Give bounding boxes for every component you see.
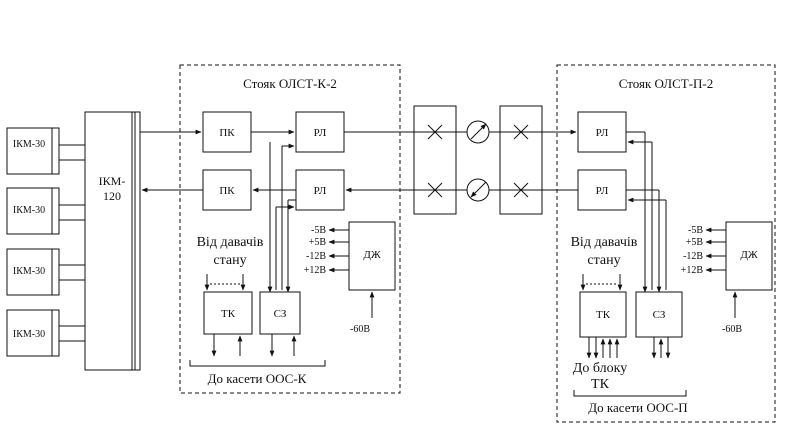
left-footer: До касети ООС-К xyxy=(208,371,307,386)
rl-label: РЛ xyxy=(596,185,609,197)
voltage-label: -5В xyxy=(688,225,703,236)
ikm30-unit: ІКМ-30 xyxy=(6,127,60,175)
ikm30-unit: ІКМ-30 xyxy=(6,187,60,235)
ground-label: -60В xyxy=(350,324,370,335)
ikm-connections xyxy=(59,144,85,342)
sensors-label: Від давачів xyxy=(197,235,264,250)
left-pk-top: ПК xyxy=(202,111,252,153)
sz-label: СЗ xyxy=(274,308,287,320)
ground-label: -60В xyxy=(722,324,742,335)
rl-label: РЛ xyxy=(596,127,609,139)
right-sz-block: СЗ xyxy=(635,291,683,338)
right-footer-bracket xyxy=(573,390,687,397)
voltage-label: -5В xyxy=(311,225,326,236)
ikm120-unit: ІКМ- 120 xyxy=(84,111,141,371)
sensors-label: стану xyxy=(213,253,246,268)
right-power-block: ДЖ xyxy=(725,221,773,291)
transmission-lines xyxy=(344,129,578,193)
voltage-label: +5В xyxy=(686,237,704,248)
pk-label: ПК xyxy=(219,127,235,139)
ikm120-label: 120 xyxy=(103,189,121,203)
voltage-label: +5В xyxy=(309,237,327,248)
right-voltage-lines xyxy=(705,227,738,318)
rl-label: РЛ xyxy=(314,127,327,139)
ikm120-label: ІКМ- xyxy=(99,174,126,188)
right-signal-lines xyxy=(626,131,667,293)
ikm30-label: ІКМ-30 xyxy=(13,329,45,340)
left-sz-block: СЗ xyxy=(259,291,301,335)
left-rack-frame xyxy=(179,64,401,394)
left-pk-bottom: ПК xyxy=(202,169,252,211)
to-block-label: До блоку xyxy=(573,361,627,376)
left-footer-bracket xyxy=(189,360,326,367)
ikm30-label: ІКМ-30 xyxy=(13,205,45,216)
right-rack-title: Стояк ОЛСТ-П-2 xyxy=(619,76,714,91)
ikm30-label: ІКМ-30 xyxy=(13,139,45,150)
left-rl-bottom: РЛ xyxy=(295,169,345,211)
right-rack-frame xyxy=(556,64,776,423)
voltage-label: +12В xyxy=(681,265,704,276)
tk-label: ТК xyxy=(221,308,236,320)
sensors-label: Від давачів xyxy=(571,235,638,250)
left-signal-lines xyxy=(140,129,296,293)
left-tk-inputs xyxy=(204,274,297,357)
voltage-label: -12В xyxy=(306,251,326,262)
line-units xyxy=(413,105,543,215)
ikm30-unit: ІКМ-30 xyxy=(6,309,60,357)
right-rl-bottom: РЛ xyxy=(577,169,627,211)
left-rack-title: Стояк ОЛСТ-К-2 xyxy=(243,76,337,91)
voltage-label: +12В xyxy=(304,265,327,276)
sensors-label: стану xyxy=(587,253,620,268)
sz-label: СЗ xyxy=(653,309,666,321)
optical-converter-top xyxy=(466,120,490,144)
optical-converter-bottom xyxy=(466,178,490,202)
left-rl-top: РЛ xyxy=(295,111,345,153)
tk-label: ТК xyxy=(596,309,611,321)
right-footer: До касети ООС-П xyxy=(588,400,687,415)
line-unit-left xyxy=(413,105,457,215)
line-unit-right xyxy=(499,105,543,215)
power-label: ДЖ xyxy=(363,249,381,261)
left-voltage-lines xyxy=(328,227,375,318)
right-rl-top: РЛ xyxy=(577,111,627,153)
cross-marks xyxy=(427,124,529,198)
rl-label: РЛ xyxy=(314,185,327,197)
to-block-label: ТК xyxy=(591,377,610,392)
voltage-label: -12В xyxy=(683,251,703,262)
right-tk-block: ТК xyxy=(579,291,627,338)
pk-label: ПК xyxy=(219,185,235,197)
left-tk-block: ТК xyxy=(203,291,253,335)
ikm30-label: ІКМ-30 xyxy=(13,266,45,277)
ikm30-unit: ІКМ-30 xyxy=(6,248,60,296)
right-tk-io xyxy=(580,274,671,359)
power-label: ДЖ xyxy=(740,249,758,261)
left-power-block: ДЖ xyxy=(348,221,396,291)
